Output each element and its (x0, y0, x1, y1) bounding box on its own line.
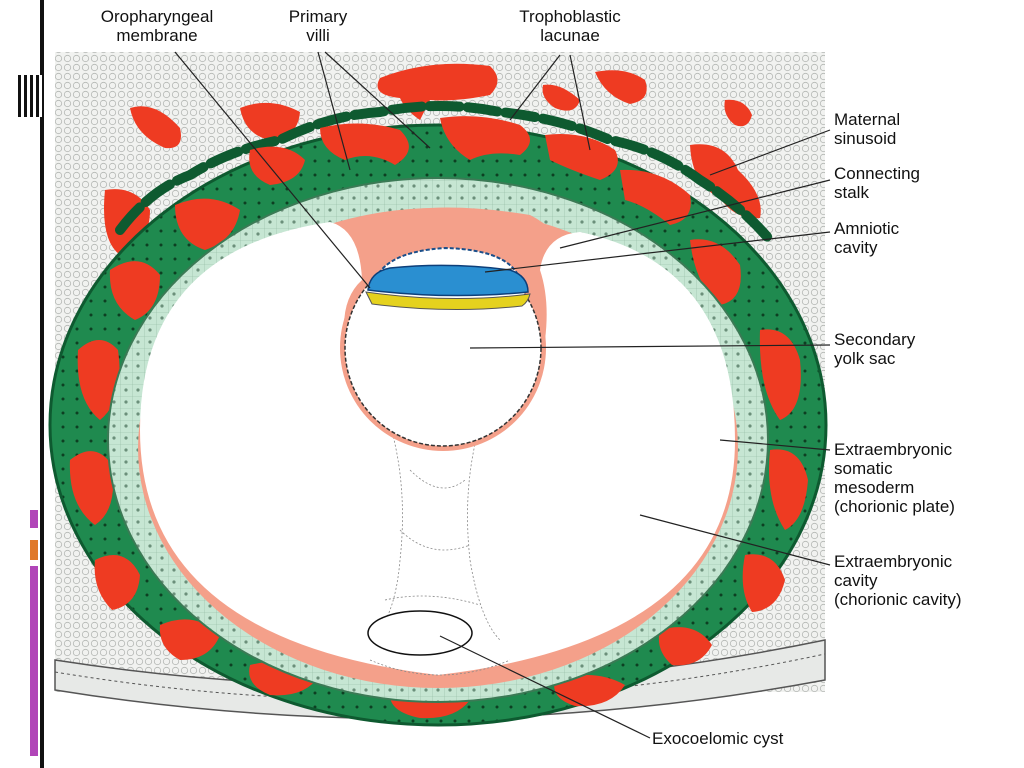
label-extraembryonic-cavity: Extraembryonic cavity (chorionic cavity) (834, 552, 962, 609)
trophoblastic-lacunae (69, 116, 808, 719)
decor-square-orange (30, 540, 38, 560)
maternal-sinusoid (130, 106, 181, 149)
maternal-sinusoid (240, 102, 300, 140)
label-oropharyngeal-membrane: Oropharyngeal membrane (100, 7, 214, 45)
decor-bar-magenta (30, 566, 38, 756)
exocoelomic-cyst (367, 610, 473, 656)
maternal-sinusoid (690, 144, 761, 219)
label-exocoelomic-cyst: Exocoelomic cyst (652, 729, 784, 748)
label-connecting-stalk: Connecting stalk (834, 164, 921, 202)
leader-lines (174, 51, 831, 739)
decor-stripes (18, 75, 42, 117)
maternal-sinusoid (542, 84, 580, 111)
label-amniotic-cavity: Amniotic cavity (834, 219, 900, 257)
maternal-sinusoid (595, 70, 647, 104)
left-border-line (40, 0, 44, 768)
label-maternal-sinusoid: Maternal sinusoid (834, 110, 901, 148)
maternal-sinusoid (724, 99, 752, 127)
epiblast (367, 264, 529, 297)
hypoblast (365, 291, 531, 311)
label-secondary-yolk-sac: Secondary yolk sac (834, 330, 916, 368)
label-extraembryonic-somatic-mesoderm: Extraembryonic somatic mesoderm (chorion… (834, 440, 955, 516)
label-trophoblastic-lacunae: Trophoblastic lacunae (519, 7, 621, 45)
decor-square-magenta (30, 510, 38, 528)
label-primary-villi: Primary villi (288, 7, 348, 45)
